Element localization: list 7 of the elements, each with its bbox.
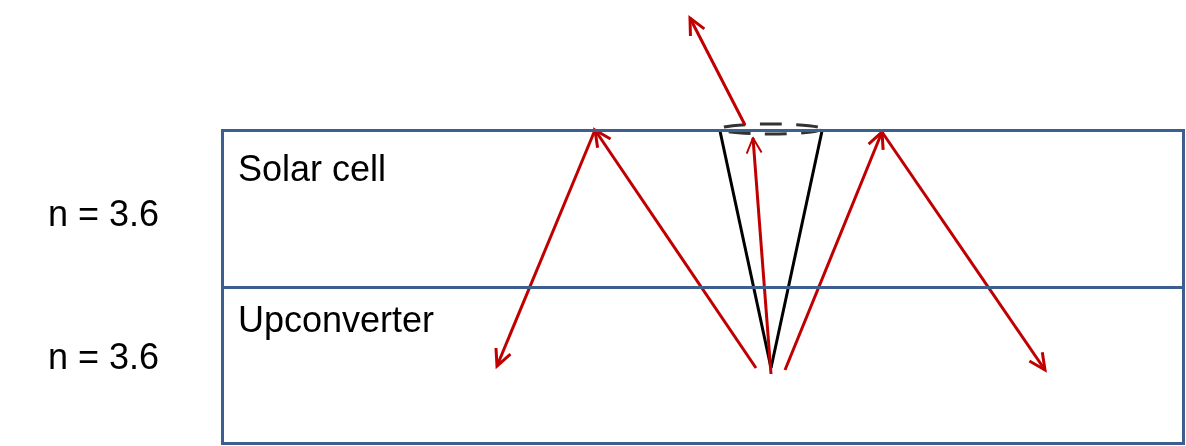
refractive-index-label: n = 3.6 [48,193,160,235]
layer-label: Upconverter [238,299,435,341]
layer-band [221,286,1185,445]
refractive-index-label: n = 3.6 [48,336,160,378]
layer-label: Solar cell [238,148,387,190]
arrow [745,137,773,375]
layer-band [221,129,1185,289]
